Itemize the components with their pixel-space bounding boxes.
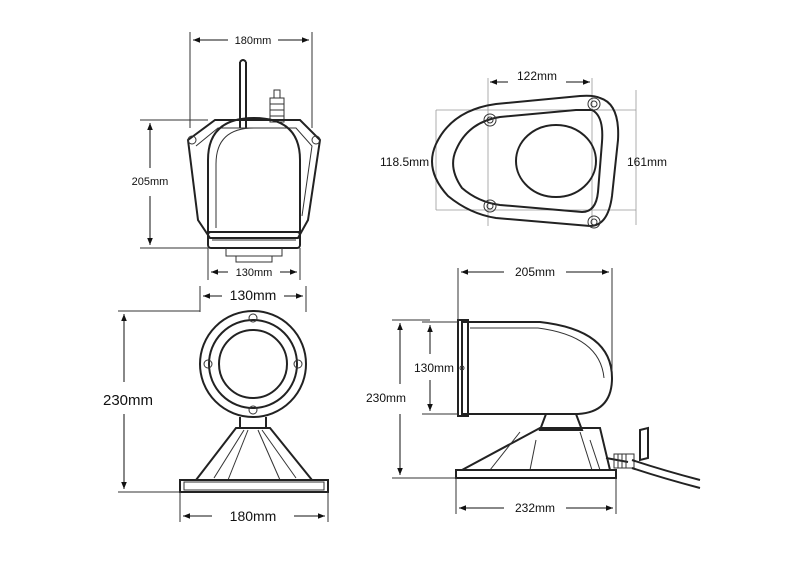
dim-bottom-left-height: 230mm [103,392,153,409]
view-bottom-left: 130mm 230mm 180mm [103,286,329,524]
view-bottom-right: 205mm 130mm 230mm 232mm [366,265,701,515]
dim-top-right-left: 118.5mm [380,155,429,169]
dim-bottom-right-head: 130mm [414,361,454,375]
dim-bottom-left-top: 130mm [230,287,277,303]
dim-top-right-right: 161mm [627,155,667,169]
dim-bottom-right-height: 230mm [366,391,406,405]
dim-bottom-left-base: 180mm [230,508,277,524]
dim-top-left-base: 130mm [236,267,273,279]
view-top-right: 122mm 118.5mm 161mm [380,69,667,229]
dim-bottom-right-base: 232mm [515,501,555,515]
dim-top-right-width: 122mm [517,69,557,83]
dim-top-left-height: 205mm [132,176,169,188]
view-top-left: 180mm 205mm 130mm [132,32,322,280]
dim-top-left-width: 180mm [235,35,272,47]
dim-bottom-right-top: 205mm [515,265,555,279]
